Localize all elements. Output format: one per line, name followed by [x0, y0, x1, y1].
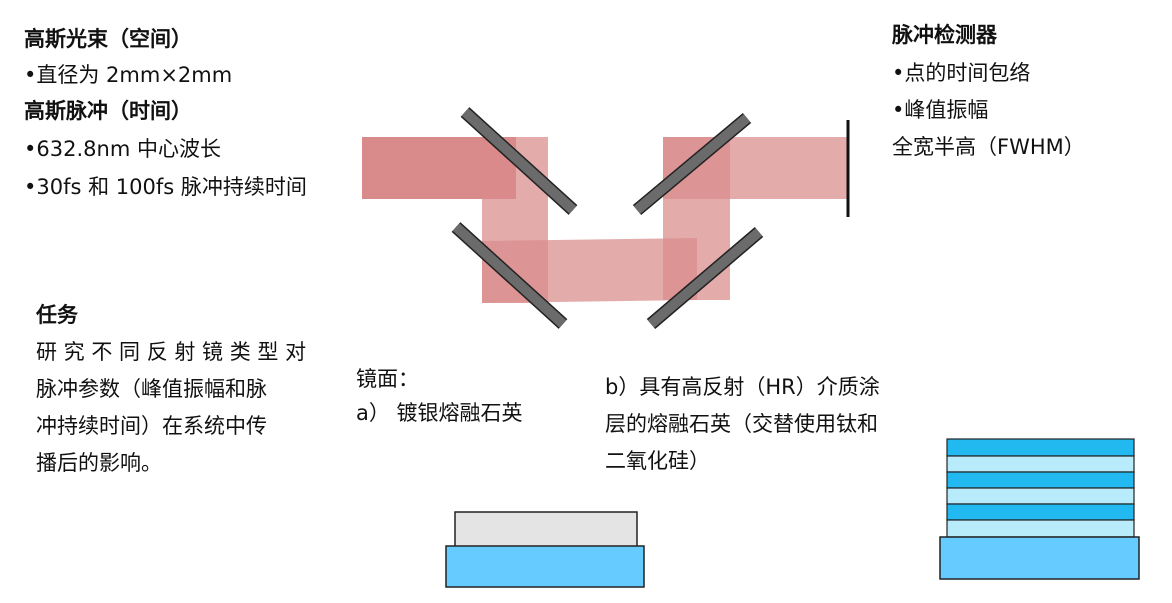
hr-layer-2	[946, 455, 1135, 473]
mirror-b-illustration	[939, 438, 1140, 580]
detector-temporal-envelope: •点的时间包络	[892, 61, 1031, 85]
spatial-beam-title: 高斯光束（空间）	[24, 27, 192, 51]
temporal-pulse-title: 高斯脉冲（时间）	[24, 99, 192, 123]
hr-layer-5	[946, 503, 1135, 521]
detector-fwhm: 全宽半高（FWHM）	[892, 135, 1085, 159]
task-line-4: 播后的影响。	[36, 451, 162, 475]
pulse-duration: •30fs 和 100fs 脉冲持续时间	[24, 175, 307, 199]
laser-beam-path	[362, 137, 848, 303]
mirror-b-line-2: 层的熔融石英（交替使用钛和	[605, 412, 878, 436]
mirror-b-line-3: 二氧化硅）	[605, 449, 710, 473]
mirror-array	[451, 107, 764, 329]
task-line-1: 研 究 不 同 反 射 镜 类 型 对	[36, 340, 307, 364]
detector-title: 脉冲检测器	[892, 23, 997, 47]
beam-input-segment	[362, 137, 516, 199]
spatial-beam-diameter: •直径为 2mm×2mm	[24, 63, 233, 87]
mirrors-heading: 镜面：	[356, 367, 419, 391]
mirror-a-silver-coating	[454, 511, 638, 548]
hr-layer-6	[946, 519, 1135, 538]
task-title: 任务	[36, 303, 78, 327]
detector-peak-amplitude: •峰值振幅	[892, 98, 989, 122]
mirror-a-substrate	[445, 545, 645, 588]
hr-layer-3	[946, 471, 1135, 489]
mirror-top-right-face	[633, 114, 751, 214]
mirror-bottom-right-face	[647, 228, 763, 328]
mirror-b-substrate	[939, 536, 1140, 580]
mirror-b-line-1: b）具有高反射（HR）介质涂	[605, 375, 880, 399]
task-line-2: 脉冲参数（峰值振幅和脉	[36, 377, 267, 401]
beam-bottom-segment	[482, 238, 697, 303]
mirror-bottom-left-face	[452, 223, 567, 328]
mirror-a-label: a） 镀银熔融石英	[356, 401, 523, 425]
mirror-top-left-face	[461, 108, 577, 214]
hr-layer-1	[946, 438, 1135, 457]
hr-layer-4	[946, 487, 1135, 505]
pulse-center-wavelength: •632.8nm 中心波长	[24, 137, 221, 161]
mirror-a-illustration	[445, 511, 645, 588]
task-line-3: 冲持续时间）在系统中传	[36, 414, 267, 438]
